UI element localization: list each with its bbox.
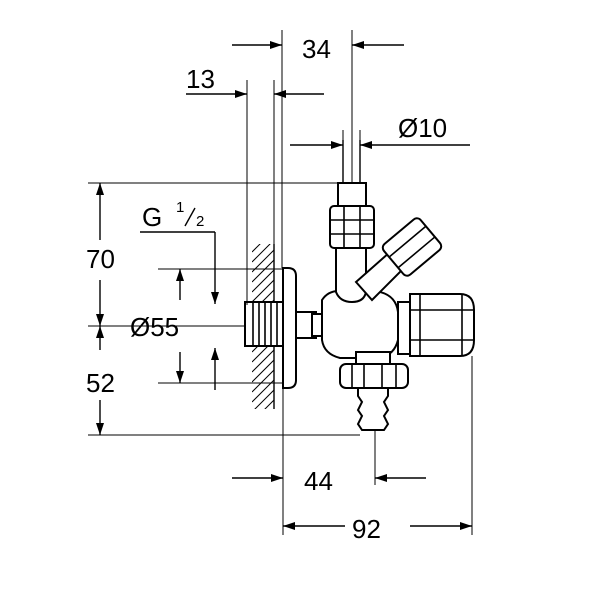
wall-hatch: [252, 244, 274, 452]
hatch-line: [252, 410, 274, 432]
dimension-diameter-10: Ø10: [398, 113, 447, 143]
hatch-line: [264, 399, 274, 409]
hatch-line: [252, 249, 274, 273]
hatch-line: [252, 369, 274, 393]
thread-label-g: G: [142, 202, 162, 232]
thread-fraction-bar: [184, 207, 196, 227]
hatch-line: [252, 279, 274, 303]
hatch-line: [252, 379, 274, 403]
dimension-44: 44: [304, 466, 333, 496]
extension-lines: [88, 30, 473, 535]
hatch-line: [252, 244, 271, 263]
hatch-line: [252, 430, 274, 452]
hatch-line: [254, 389, 274, 409]
hatch-line: [252, 244, 261, 253]
dimension-diameter-55: Ø55: [130, 312, 179, 342]
wall-section: [252, 244, 275, 452]
hatch-line: [252, 420, 274, 442]
hatch-line: [252, 259, 274, 283]
dimension-52: 52: [86, 368, 115, 398]
dimension-70: 70: [86, 244, 115, 274]
dimension-13: 13: [186, 64, 215, 94]
dimension-lines: [96, 41, 472, 530]
hatch-line: [252, 359, 274, 383]
dimension-92: 92: [352, 514, 381, 544]
hatch-line: [252, 269, 274, 293]
thread-fraction-numerator: 1: [176, 199, 184, 216]
hatch-line: [252, 349, 274, 373]
angle-valve-body: [244, 140, 475, 431]
dimension-34: 34: [302, 34, 331, 64]
thread-fraction-denominator: 2: [196, 213, 204, 230]
